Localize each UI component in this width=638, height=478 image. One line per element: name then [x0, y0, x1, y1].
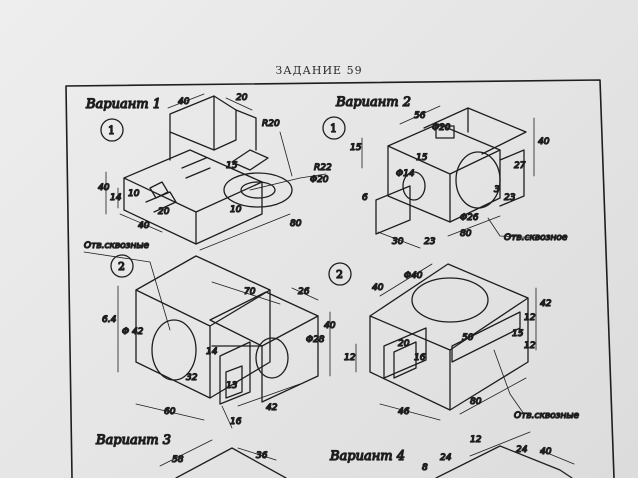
- dim-label: 3: [494, 185, 500, 195]
- dim-label: 6: [362, 193, 368, 203]
- dim-label: 40: [98, 183, 110, 193]
- dim-label: 12: [524, 313, 536, 323]
- dim-label: 80: [470, 397, 482, 407]
- circled-number-v1-2: 2: [110, 254, 134, 278]
- dim-label: Φ40: [404, 271, 423, 281]
- dim-label: 46: [398, 407, 410, 417]
- dim-label: 20: [236, 93, 248, 103]
- dim-label: 12: [344, 353, 356, 363]
- variant-1-label: Вариант 1: [85, 97, 161, 112]
- v2-part2-drawing: [355, 263, 537, 421]
- dim-label: 42: [266, 403, 278, 413]
- v2-part1-drawing: [361, 105, 541, 249]
- dim-label: 60: [164, 407, 176, 417]
- dim-label: 6.4: [102, 315, 117, 325]
- dim-label: 40: [138, 221, 150, 231]
- dim-label: 40: [178, 97, 190, 107]
- dim-label: 30: [392, 237, 404, 247]
- dim-label: 15: [512, 329, 524, 339]
- svg-text:1: 1: [330, 122, 337, 135]
- dim-label: 24: [440, 453, 452, 463]
- dim-label: Φ14: [396, 169, 415, 179]
- dim-label: 42: [540, 299, 552, 309]
- variant-2-label: Вариант 2: [335, 95, 411, 110]
- dim-label: 20: [158, 207, 170, 217]
- dim-label: 15: [416, 153, 428, 163]
- dim-label: 40: [324, 321, 336, 331]
- dim-label: 40: [538, 137, 550, 147]
- dim-label: 10: [230, 205, 242, 215]
- variant-4-label: Вариант 4: [329, 449, 405, 464]
- dim-label: Φ20: [432, 123, 451, 133]
- dim-label: 26: [298, 287, 310, 297]
- dim-label: 56: [414, 111, 426, 121]
- v3-drawing: [159, 439, 287, 478]
- dim-label: Φ 42: [122, 327, 144, 337]
- frame-border: [65, 79, 615, 478]
- variant-3-label: Вариант 3: [95, 433, 171, 448]
- dim-label: 16: [230, 417, 242, 427]
- dim-label: 40: [372, 283, 384, 293]
- dim-label: 20: [398, 339, 410, 349]
- svg-text:2: 2: [118, 260, 125, 273]
- dim-label: Φ28: [306, 335, 325, 345]
- dim-label: R20: [262, 119, 280, 129]
- dim-label: R22: [314, 163, 332, 173]
- dim-label: Φ26: [460, 213, 479, 223]
- svg-text:1: 1: [108, 124, 115, 137]
- v1-part2-drawing: [83, 251, 331, 429]
- v4-drawing: [435, 431, 575, 478]
- svg-text:2: 2: [336, 268, 343, 281]
- circled-number-v2-1: 1: [322, 116, 346, 140]
- v1-part1-drawing: [105, 93, 327, 251]
- note-through-holes-v1: Отв.сквозные: [84, 241, 149, 251]
- dim-label: 70: [244, 287, 256, 297]
- note-through-holes-v2-2: Отв.сквозные: [514, 411, 579, 421]
- dim-label: 80: [290, 219, 302, 229]
- dim-label: 14: [110, 193, 122, 203]
- circled-number-v2-2: 2: [328, 262, 352, 286]
- dim-label: 13: [226, 381, 238, 391]
- dim-label: 58: [172, 455, 184, 465]
- dim-label: 10: [128, 189, 140, 199]
- dim-label: 24: [516, 445, 528, 455]
- circled-number-v1-1: 1: [100, 118, 124, 142]
- dim-label: 15: [350, 143, 362, 153]
- dim-label: Φ20: [310, 175, 329, 185]
- dim-label: 50: [462, 333, 474, 343]
- dim-label: 16: [414, 353, 426, 363]
- note-through-hole-v2: Отв.сквозное: [504, 233, 568, 243]
- dim-label: 23: [504, 193, 516, 203]
- dim-label: 32: [186, 373, 198, 383]
- dim-label: 40: [540, 447, 552, 457]
- dim-label: 36: [256, 451, 268, 461]
- dim-label: 8: [422, 463, 428, 473]
- dim-label: 27: [514, 161, 526, 171]
- dim-label: 15: [226, 161, 238, 171]
- page-title: ЗАДАНИЕ 59: [275, 64, 363, 77]
- dim-label: 23: [424, 237, 436, 247]
- dim-label: 80: [460, 229, 472, 239]
- dim-label: 14: [206, 347, 218, 357]
- dim-label: 12: [470, 435, 482, 445]
- dim-label: 12: [524, 341, 536, 351]
